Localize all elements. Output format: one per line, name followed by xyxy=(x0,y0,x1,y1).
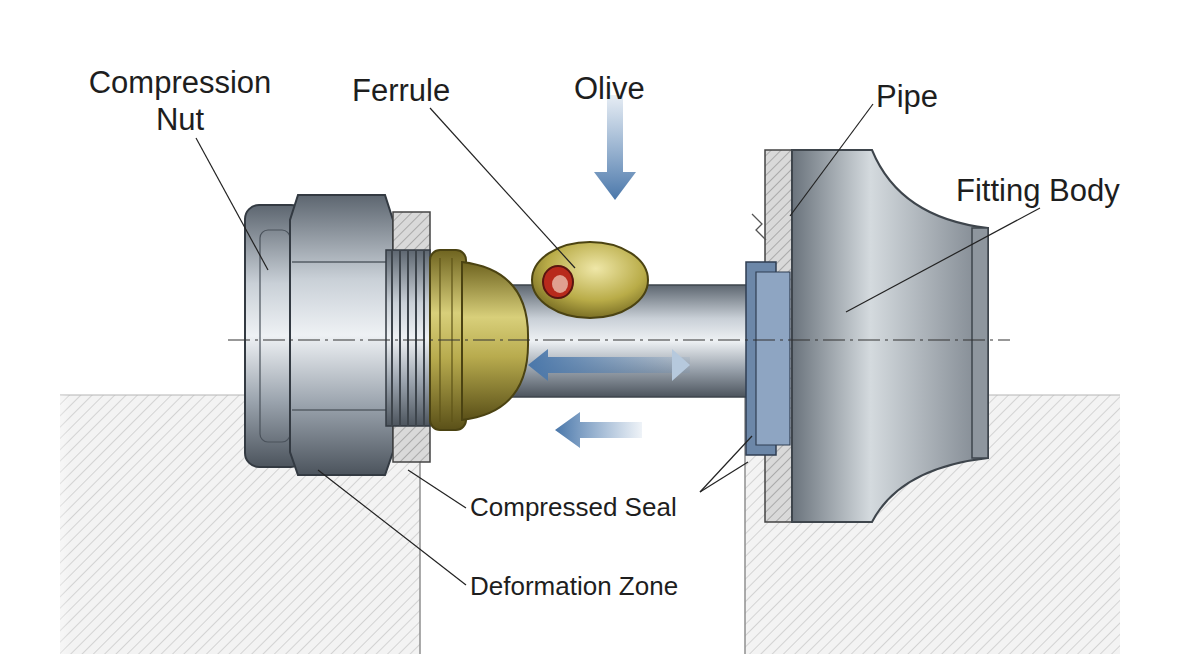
leader-lines xyxy=(196,104,1040,585)
center-line xyxy=(228,339,1010,340)
part-label: Olive xyxy=(574,70,694,107)
motion-arrow xyxy=(555,412,642,448)
olive xyxy=(532,242,648,318)
zone-label: Compressed Seal xyxy=(470,492,750,523)
part-label: Ferrule xyxy=(352,72,512,109)
nut-flange-groove xyxy=(260,230,290,442)
olive-hole-inner xyxy=(552,275,568,293)
ferrule-cone xyxy=(462,262,528,420)
spark-mark xyxy=(752,214,766,240)
part-label: Pipe xyxy=(876,78,986,115)
olive-hole xyxy=(543,266,573,298)
thread xyxy=(386,250,430,426)
force-arrow xyxy=(594,95,636,200)
fade xyxy=(40,395,160,654)
hex-facet xyxy=(292,262,392,410)
motion-arrow-head xyxy=(672,349,690,381)
part-label: Fitting Body xyxy=(956,172,1186,209)
fitting-body-end xyxy=(972,228,988,458)
zone-label: Deformation Zone xyxy=(470,571,750,602)
hex-nut xyxy=(290,195,393,475)
motion-arrow xyxy=(528,349,690,381)
seal-ring-inner xyxy=(756,272,790,445)
part-label: Compression Nut xyxy=(70,64,290,138)
